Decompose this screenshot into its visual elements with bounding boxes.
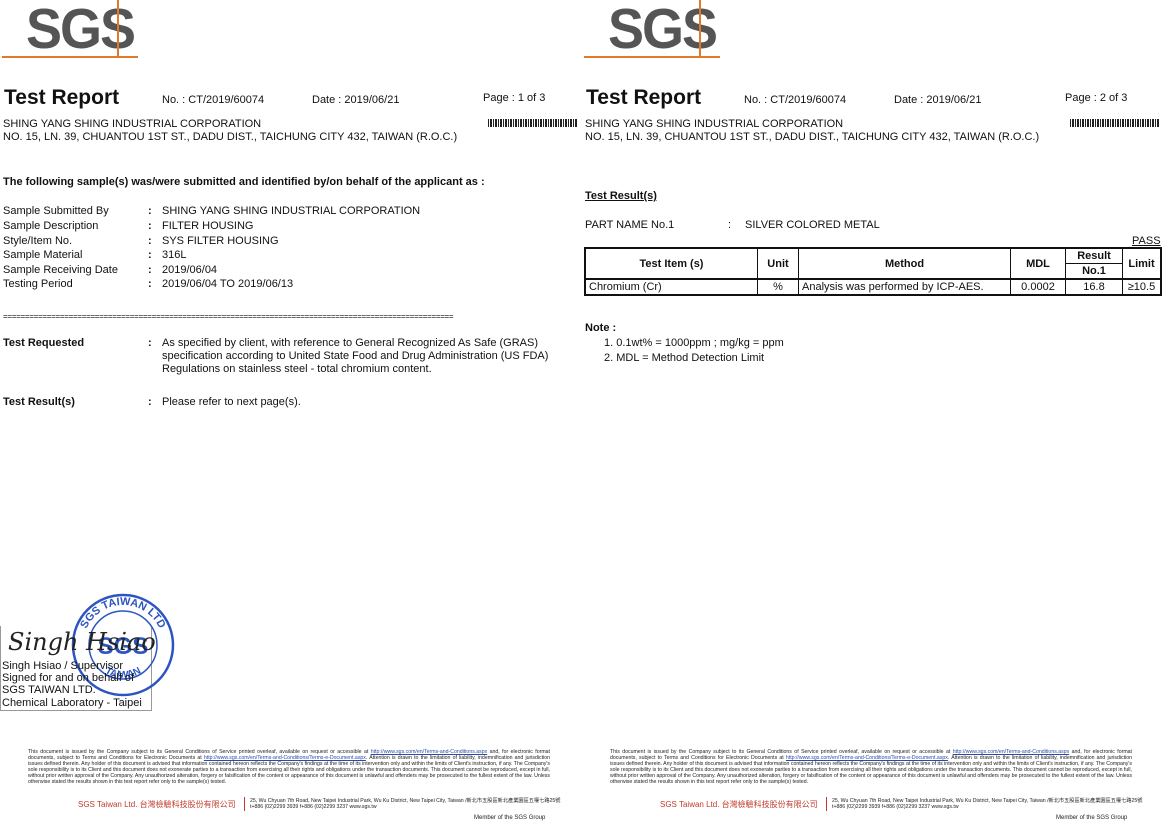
field-label: Sample Receiving Date	[3, 264, 118, 276]
field-label: Sample Description	[3, 220, 99, 232]
col-result: Result	[1065, 247, 1123, 264]
terms-link[interactable]: http://www.sgs.com/en/Terms-and-Conditio…	[952, 749, 1070, 755]
report-page-1: SGS Test Report No. : CT/2019/60074 Date…	[0, 0, 581, 823]
signer-line: Signed for and on behalf of	[2, 672, 135, 684]
separator-line: ========================================…	[3, 312, 454, 321]
footer-member: Member of the SGS Group	[1056, 815, 1128, 821]
legal-footer: This document is issued by the Company s…	[610, 749, 1132, 785]
cell-method: Analysis was performed by ICP-AES.	[798, 278, 1011, 296]
footer-address: 25, Wu Chyuan 7th Road, New Taipei Indus…	[250, 798, 561, 810]
cell-unit: %	[757, 278, 799, 296]
table-row: Chromium (Cr) % Analysis was performed b…	[584, 278, 1162, 296]
col-unit: Unit	[757, 247, 799, 280]
footer-company: SGS Taiwan Ltd. 台灣檢驗科技股份有限公司	[78, 800, 236, 809]
test-result-label: Test Result(s)	[3, 396, 75, 408]
footer-member: Member of the SGS Group	[474, 815, 546, 821]
test-requested-line: As specified by client, with reference t…	[162, 337, 539, 349]
terms-link[interactable]: http://www.sgs.com/en/Terms-and-Conditio…	[370, 749, 488, 755]
signature-box	[0, 626, 152, 711]
sgs-stamp: SGS TAIWAN LTD TAIWAN SGS	[71, 593, 175, 697]
report-title: Test Report	[586, 86, 702, 109]
col-limit: Limit	[1122, 247, 1162, 280]
verdict-badge: PASS	[1132, 235, 1161, 247]
test-result-value: Please refer to next page(s).	[162, 396, 301, 408]
stamp-center-text: SGS	[98, 633, 149, 660]
svg-text:TAIWAN: TAIWAN	[103, 665, 143, 680]
cell-item: Chromium (Cr)	[584, 278, 758, 296]
test-requested-label: Test Requested	[3, 337, 85, 349]
field-value: SHING YANG SHING INDUSTRIAL CORPORATION	[162, 205, 421, 217]
results-table: Test Item (s) Unit Method MDL Result Lim…	[584, 247, 1162, 296]
report-date: Date : 2019/06/21	[894, 94, 982, 106]
field-value: SYS FILTER HOUSING	[162, 235, 279, 247]
field-value: 316L	[162, 249, 187, 261]
part-name-value: SILVER COLORED METAL	[745, 219, 880, 231]
note-item: 2. MDL = Method Detection Limit	[604, 352, 765, 364]
company-address: NO. 15, LN. 39, CHUANTOU 1ST ST., DADU D…	[585, 131, 1040, 143]
page-number: Page : 2 of 3	[1065, 92, 1128, 104]
barcode	[1070, 119, 1160, 127]
page-number: Page : 1 of 3	[483, 92, 546, 104]
cell-limit: ≥10.5	[1122, 278, 1162, 296]
field-label: Testing Period	[3, 278, 73, 290]
col-mdl: MDL	[1010, 247, 1066, 280]
signer-name: Singh Hsiao / Supervisor	[2, 660, 124, 672]
report-title: Test Report	[4, 86, 120, 109]
test-requested-line: specification according to United State …	[162, 350, 549, 362]
col-method: Method	[798, 247, 1011, 280]
footer-address: 25, Wu Chyuan 7th Road, New Taipei Indus…	[832, 798, 1143, 810]
legal-footer: This document is issued by the Company s…	[28, 749, 550, 785]
company-address: NO. 15, LN. 39, CHUANTOU 1ST ST., DADU D…	[3, 131, 458, 143]
e-document-terms-link[interactable]: http://www.sgs.com/en/Terms-and-Conditio…	[785, 754, 948, 761]
sgs-logo: SGS	[2, 0, 138, 62]
stamp-top-text: SGS TAIWAN LTD	[78, 596, 167, 631]
cell-result: 16.8	[1065, 278, 1123, 296]
col-result-sub: No.1	[1065, 263, 1123, 280]
field-label: Sample Submitted By	[3, 205, 109, 217]
handwritten-signature: Singh Hsiao	[8, 628, 156, 656]
note-title: Note :	[585, 322, 617, 334]
stamp-bottom-text: TAIWAN	[103, 665, 143, 680]
signer-company: SGS TAIWAN LTD.	[2, 684, 96, 696]
field-label: Sample Material	[3, 249, 83, 261]
e-document-terms-link[interactable]: http://www.sgs.com/en/Terms-and-Conditio…	[203, 754, 366, 761]
report-number: No. : CT/2019/60074	[744, 94, 847, 106]
svg-text:SGS TAIWAN LTD: SGS TAIWAN LTD	[78, 596, 167, 631]
col-test-item: Test Item (s)	[584, 247, 758, 280]
section-title: Test Result(s)	[585, 190, 657, 202]
cell-mdl: 0.0002	[1010, 278, 1066, 296]
part-name-label: PART NAME No.1	[585, 219, 675, 231]
signer-lab: Chemical Laboratory - Taipei	[2, 697, 142, 709]
note-item: 1. 0.1wt% = 1000ppm ; mg/kg = ppm	[604, 337, 784, 349]
test-requested-line: Regulations on stainless steel - total c…	[162, 363, 432, 375]
company-name: SHING YANG SHING INDUSTRIAL CORPORATION	[585, 118, 844, 130]
report-date: Date : 2019/06/21	[312, 94, 400, 106]
barcode	[488, 119, 578, 127]
report-number: No. : CT/2019/60074	[162, 94, 265, 106]
company-name: SHING YANG SHING INDUSTRIAL CORPORATION	[3, 118, 262, 130]
field-value: FILTER HOUSING	[162, 220, 254, 232]
intro-text: The following sample(s) was/were submitt…	[3, 176, 485, 188]
field-value: 2019/06/04	[162, 264, 218, 276]
footer-company: SGS Taiwan Ltd. 台灣檢驗科技股份有限公司	[660, 800, 818, 809]
report-page-2: SGS Test Report No. : CT/2019/60074 Date…	[584, 0, 1162, 821]
field-label: Style/Item No.	[3, 235, 73, 247]
sgs-logo: SGS	[584, 0, 720, 62]
field-value: 2019/06/04 TO 2019/06/13	[162, 278, 294, 290]
